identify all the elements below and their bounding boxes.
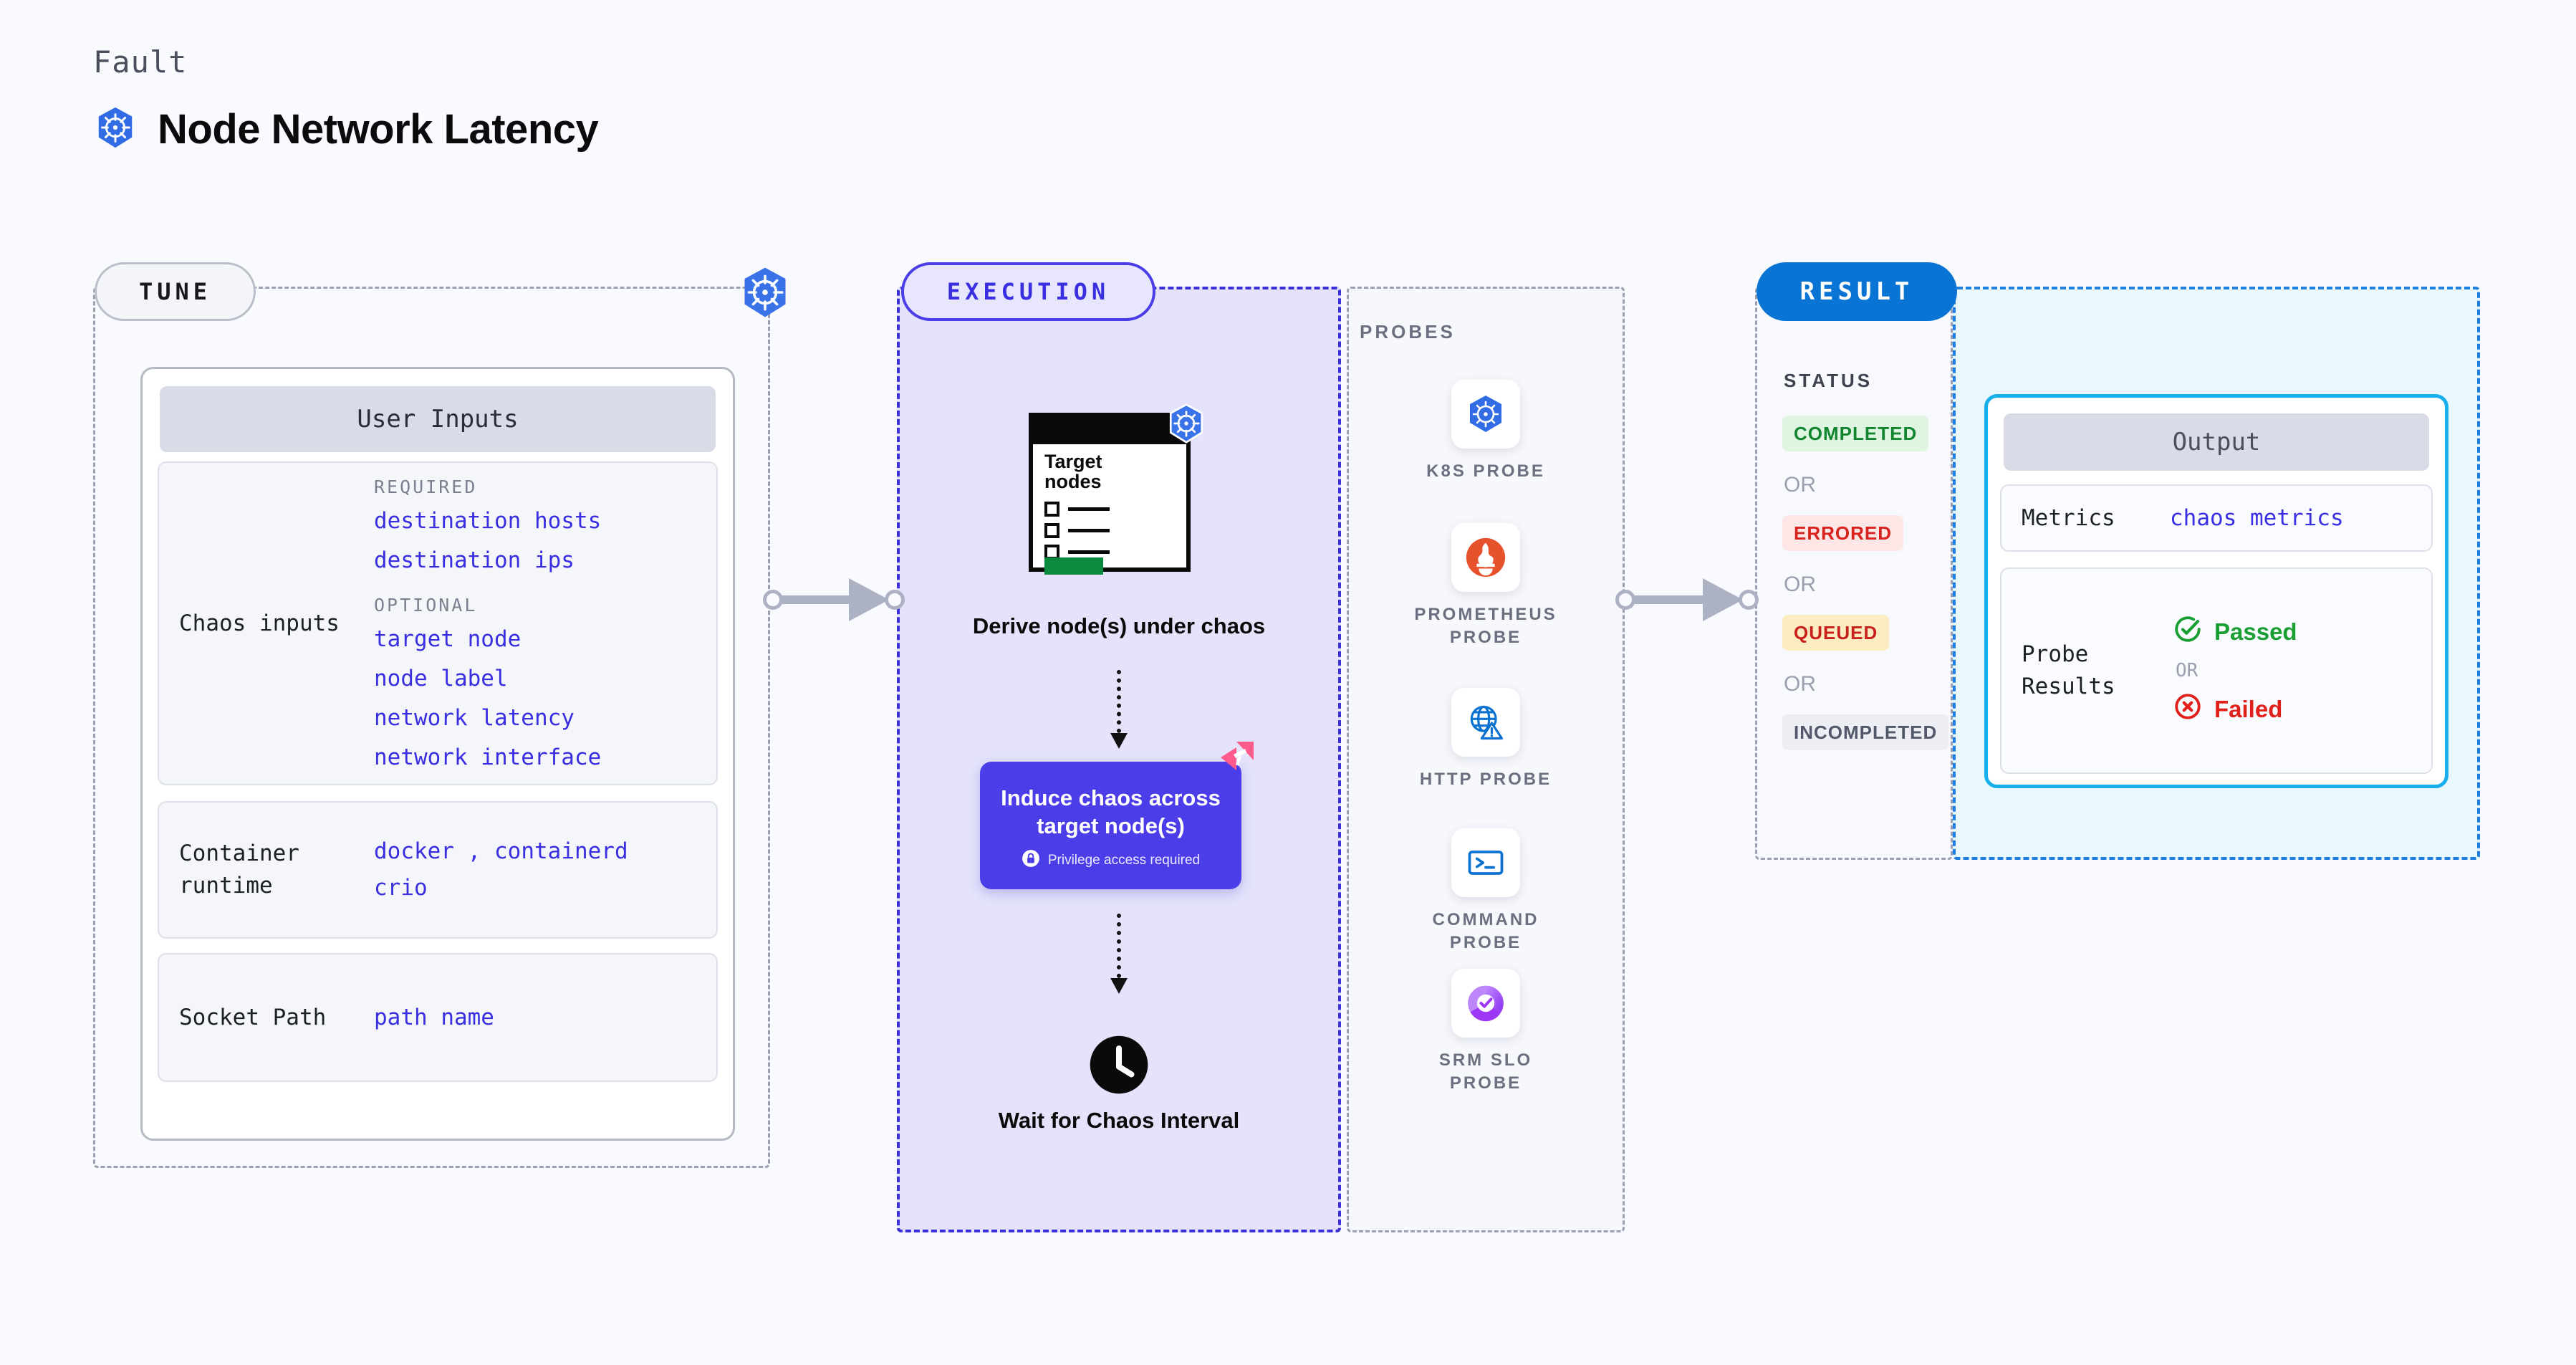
eyebrow-label: Fault xyxy=(93,44,188,80)
kubernetes-icon xyxy=(738,265,792,320)
clock-icon xyxy=(1088,1034,1150,1096)
terminal-icon xyxy=(1451,828,1520,897)
target-nodes-card: Target nodes xyxy=(1029,413,1191,575)
probe-label: COMMAND PROBE xyxy=(1432,910,1539,953)
probe-label: K8S PROBE xyxy=(1426,461,1545,481)
tune-tab[interactable]: TUNE xyxy=(95,262,256,321)
check-circle-icon xyxy=(2173,614,2203,650)
input-network-interface[interactable]: network interface xyxy=(374,744,602,770)
input-destination-hosts[interactable]: destination hosts xyxy=(374,508,602,534)
probe-label: SRM SLO PROBE xyxy=(1438,1050,1533,1093)
flow-arrow xyxy=(1110,914,1128,994)
runtime-docker[interactable]: docker xyxy=(374,838,454,864)
probe-item-prometheus[interactable]: PROMETHEUS PROBE xyxy=(1414,523,1557,650)
status-panel xyxy=(1755,287,1953,860)
chaos-inputs-row: Chaos inputs REQUIRED destination hosts … xyxy=(158,461,718,785)
step-derive-label: Derive node(s) under chaos xyxy=(972,613,1266,638)
lock-icon xyxy=(1022,849,1040,872)
step-induce-chaos-title: Induce chaos across target node(s) xyxy=(1001,785,1221,838)
result-tab[interactable]: RESULT xyxy=(1756,262,1957,321)
optional-group-title: OPTIONAL xyxy=(374,595,478,616)
status-badge-completed: COMPLETED xyxy=(1782,416,1929,451)
tune-panel xyxy=(93,287,770,1168)
probe-label: PROMETHEUS PROBE xyxy=(1414,605,1557,648)
failed-label: Failed xyxy=(2214,696,2283,722)
checkbox-icon xyxy=(1044,502,1059,517)
privilege-note: Privilege access required xyxy=(980,849,1241,872)
status-badge-queued: QUEUED xyxy=(1782,615,1890,651)
runtime-separator: , xyxy=(467,838,481,864)
probe-item-command[interactable]: COMMAND PROBE xyxy=(1414,828,1557,955)
input-destination-ips[interactable]: destination ips xyxy=(374,547,575,573)
flow-arrow xyxy=(1110,670,1128,749)
container-runtime-label: Container runtime xyxy=(179,840,299,899)
metrics-row: Metrics chaos metrics xyxy=(2000,484,2433,552)
chaos-inputs-label: Chaos inputs xyxy=(179,610,340,636)
probe-item-k8s[interactable]: K8S PROBE xyxy=(1414,380,1557,483)
checkbox-icon xyxy=(1044,523,1059,538)
kubernetes-icon xyxy=(1451,380,1520,449)
srm-slo-icon xyxy=(1451,969,1520,1038)
input-target-node[interactable]: target node xyxy=(374,626,522,652)
card-title-bar xyxy=(1033,417,1186,444)
status-badge-incompleted: INCOMPLETED xyxy=(1782,714,1949,750)
kubernetes-icon xyxy=(1166,403,1207,444)
or-label: OR xyxy=(1784,573,1816,596)
probe-result-passed: Passed xyxy=(2173,614,2297,650)
harness-icon xyxy=(1218,739,1258,776)
socket-path-row: Socket Path path name xyxy=(158,953,718,1082)
probe-item-http[interactable]: HTTP PROBE xyxy=(1414,688,1557,791)
probe-label: HTTP PROBE xyxy=(1419,770,1552,789)
metrics-label: Metrics xyxy=(2022,504,2115,531)
execution-tab[interactable]: EXECUTION xyxy=(901,262,1155,321)
progress-bar xyxy=(1044,557,1103,575)
or-label: OR xyxy=(1784,473,1816,497)
input-node-label[interactable]: node label xyxy=(374,666,508,691)
page-header: Fault Node Network Latency xyxy=(93,44,599,153)
passed-label: Passed xyxy=(2214,618,2297,645)
status-badge-errored: ERRORED xyxy=(1782,515,1904,551)
x-circle-icon xyxy=(2173,691,2203,727)
list-item xyxy=(1044,502,1110,517)
user-inputs-title: User Inputs xyxy=(160,386,716,452)
target-nodes-title: Target nodes xyxy=(1044,451,1102,493)
connector-tune-to-execution xyxy=(763,577,906,621)
runtime-containerd[interactable]: containerd xyxy=(494,838,628,864)
container-runtime-row: Container runtime docker , containerd cr… xyxy=(158,801,718,939)
connector-execution-to-result xyxy=(1615,577,1762,621)
step-wait-label: Wait for Chaos Interval xyxy=(998,1108,1240,1133)
title-row: Node Network Latency xyxy=(93,105,599,153)
probes-section-label: PROBES xyxy=(1360,321,1456,343)
runtime-crio[interactable]: crio xyxy=(374,875,428,901)
probe-item-srm-slo[interactable]: SRM SLO PROBE xyxy=(1414,969,1557,1096)
required-group-title: REQUIRED xyxy=(374,476,478,497)
metrics-value[interactable]: chaos metrics xyxy=(2170,504,2344,531)
step-induce-chaos-box: Induce chaos across target node(s) Privi… xyxy=(980,762,1241,889)
list-item xyxy=(1044,523,1110,538)
privilege-note-text: Privilege access required xyxy=(1047,853,1201,868)
status-section-label: STATUS xyxy=(1784,370,1873,391)
http-globe-warning-icon xyxy=(1451,688,1520,757)
or-label: OR xyxy=(2176,660,2198,681)
page-title: Node Network Latency xyxy=(158,106,599,153)
kubernetes-icon xyxy=(93,105,138,153)
or-label: OR xyxy=(1784,672,1816,696)
socket-path-label: Socket Path xyxy=(179,1004,327,1030)
output-card-title: Output xyxy=(2004,413,2429,471)
prometheus-icon xyxy=(1451,523,1520,592)
probe-result-failed: Failed xyxy=(2173,691,2297,727)
socket-path-value[interactable]: path name xyxy=(374,1004,494,1030)
input-network-latency[interactable]: network latency xyxy=(374,705,575,731)
